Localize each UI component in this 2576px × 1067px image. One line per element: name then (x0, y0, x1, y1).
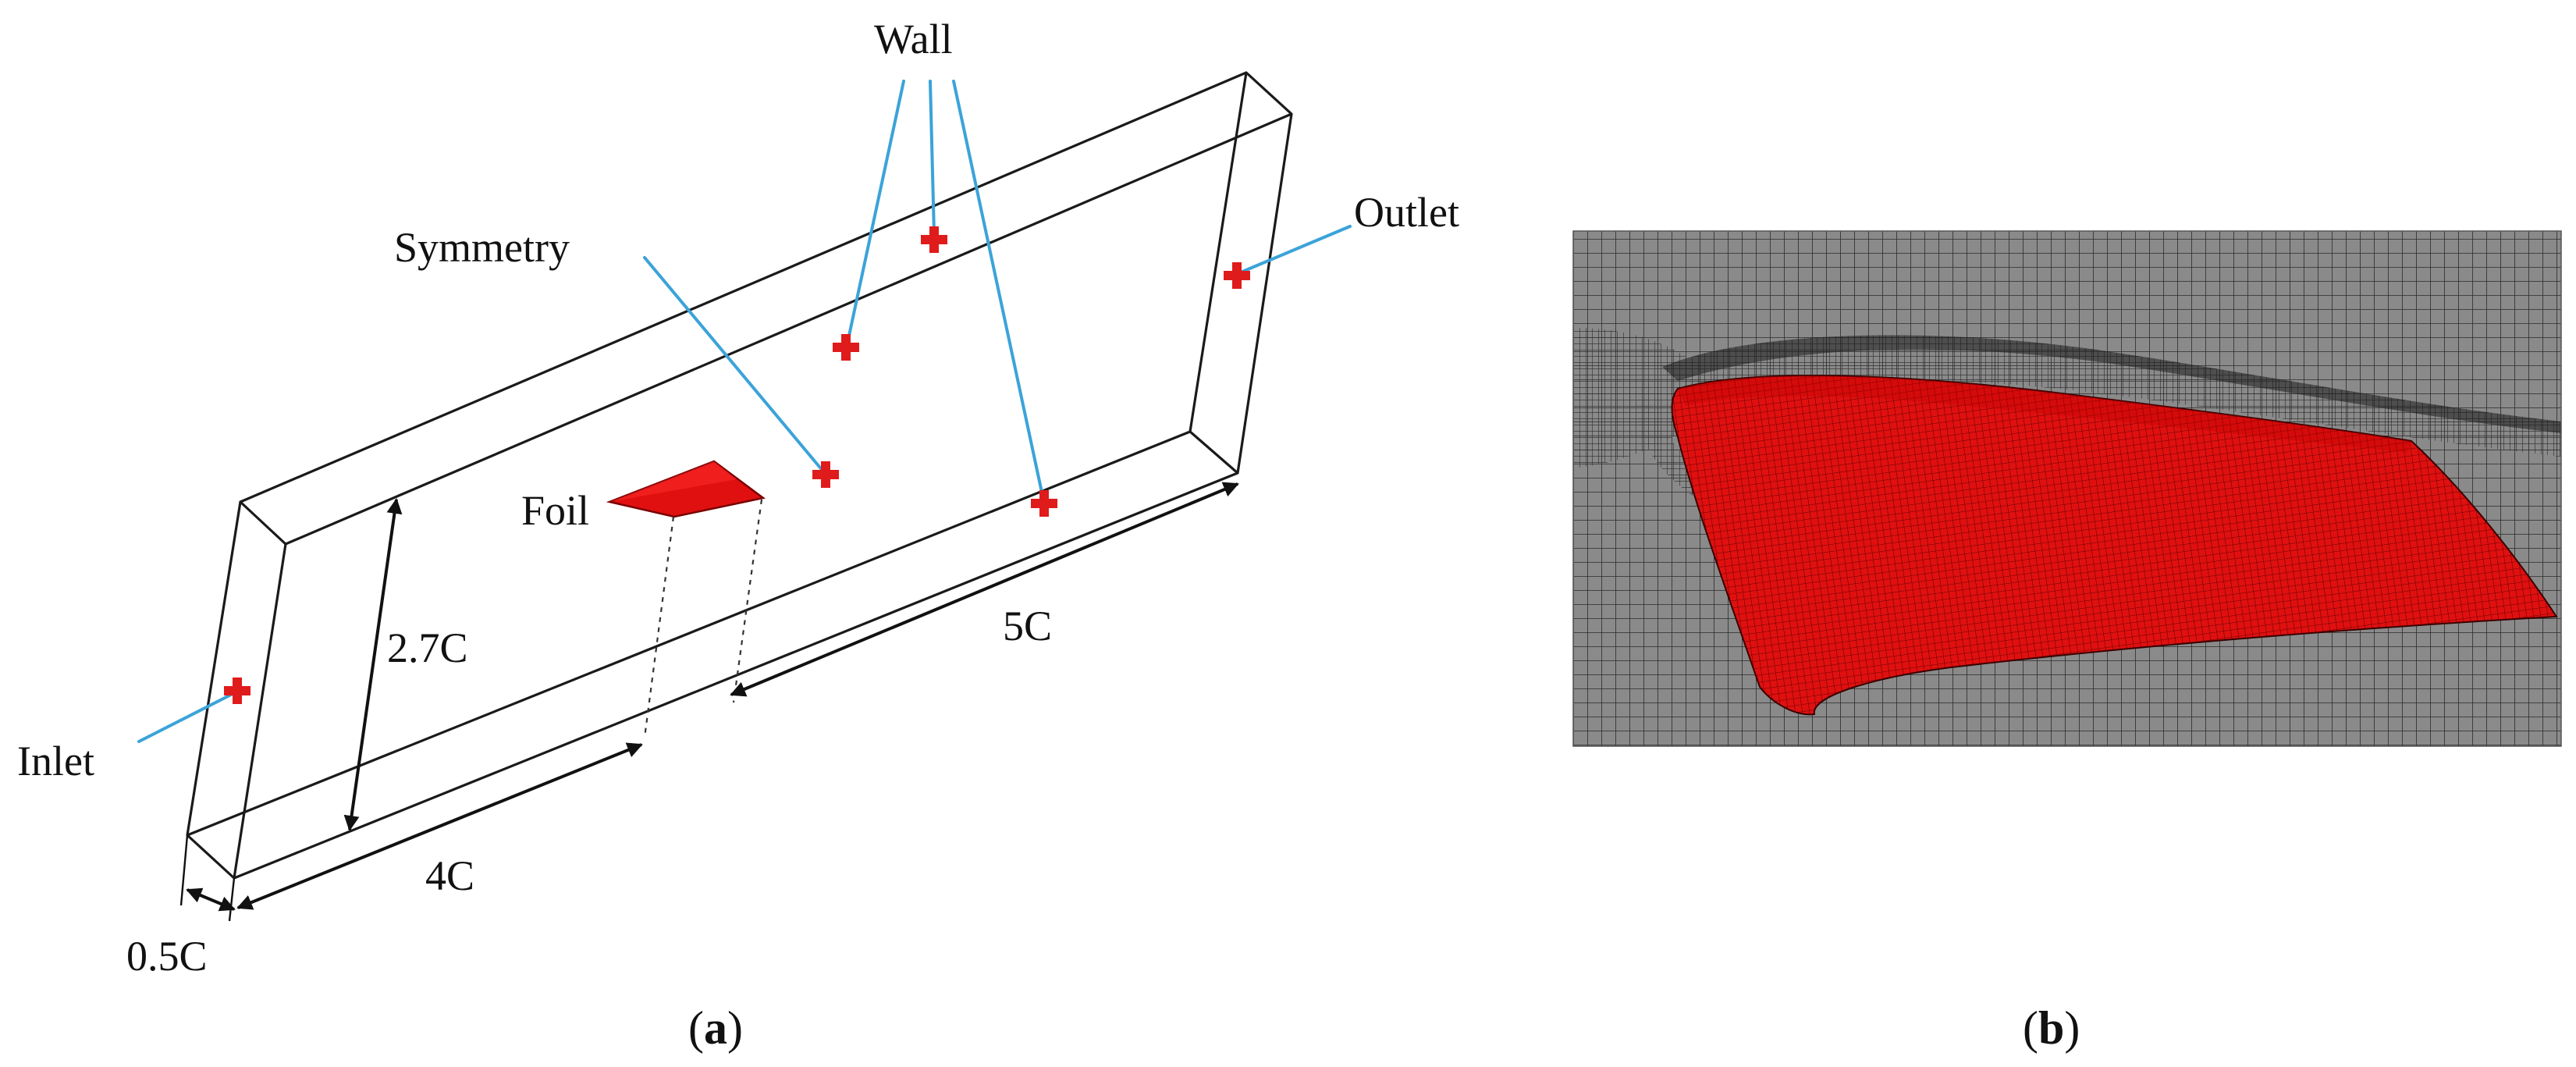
outlet-label: Outlet (1354, 189, 1459, 236)
red-plus-icon (921, 226, 947, 253)
symmetry-label: Symmetry (394, 224, 570, 271)
box-inlet-face (186, 501, 287, 880)
dimension-lines (179, 482, 1239, 922)
upstream-length-arrow (236, 742, 643, 910)
red-plus-icon (812, 461, 839, 488)
span-label: 0.5C (126, 933, 208, 980)
inlet-label: Inlet (17, 738, 94, 784)
foil-shape (606, 460, 766, 518)
mesh-foil-surface (1671, 375, 2558, 716)
wall-leader-2 (929, 80, 936, 236)
box-bottom-front-edge (233, 471, 1238, 880)
panel-b-mesh-view: (b) (1572, 230, 2562, 1054)
foil-label: Foil (521, 487, 589, 534)
red-plus-icon (224, 678, 250, 704)
height-label: 2.7C (387, 624, 468, 671)
outlet-leader (1241, 225, 1352, 273)
symmetry-leader (643, 256, 825, 473)
red-plus-icon (1031, 490, 1057, 517)
upstream-length-label: 4C (425, 852, 474, 899)
wall-leader-3 (952, 80, 1045, 501)
box-top-face (239, 71, 1293, 546)
leader-lines (137, 80, 1352, 743)
red-plus-icon (1224, 262, 1250, 289)
mesh-image-frame (1572, 230, 2562, 747)
domain-box-outline (186, 71, 1293, 880)
caption-a: (a) (688, 1002, 743, 1054)
downstream-length-arrow (730, 482, 1239, 697)
caption-b: (b) (2023, 1002, 2080, 1054)
mesh-image (1573, 231, 2561, 746)
span-dimension-arrow (186, 887, 236, 912)
boundary-markers (224, 226, 1250, 704)
panel-a-domain-schematic: Wall Outlet Symmetry Foil Inlet 2.7C 4C … (17, 16, 1459, 1054)
box-outlet-face (1189, 72, 1293, 475)
wall-label: Wall (874, 16, 953, 62)
downstream-length-label: 5C (1003, 603, 1052, 649)
foil-projection-lines (643, 499, 763, 738)
red-plus-icon (833, 334, 859, 361)
wall-leader-1 (845, 80, 905, 348)
inlet-leader (137, 692, 236, 743)
